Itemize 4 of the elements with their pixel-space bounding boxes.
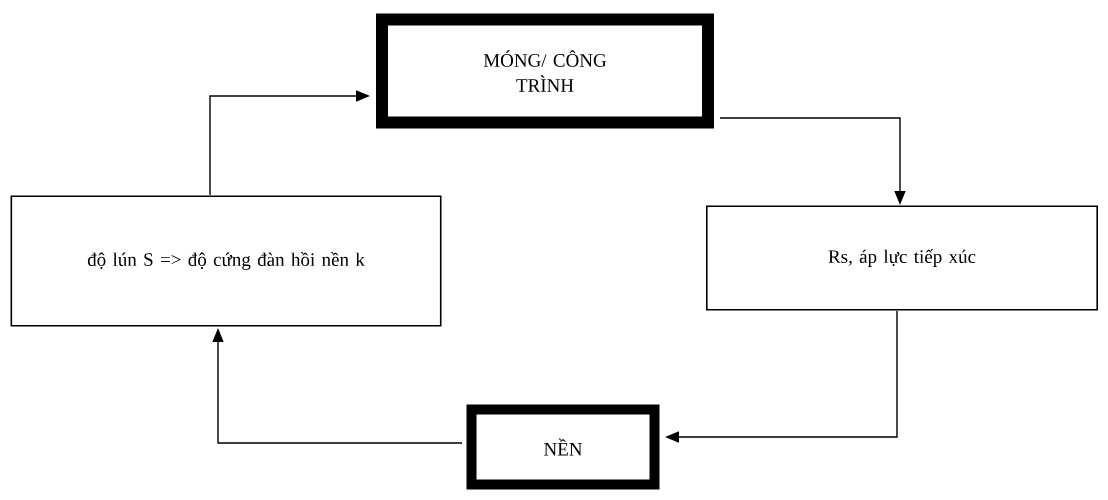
process-box: độ lún S => độ cứng đàn hồi nền k: [10, 195, 442, 327]
heavy-box: NỀN: [466, 404, 660, 490]
process-box: Rs, áp lực tiếp xúc: [706, 205, 1098, 311]
heavy-box: MÓNG/ CÔNG TRÌNH: [376, 13, 714, 129]
